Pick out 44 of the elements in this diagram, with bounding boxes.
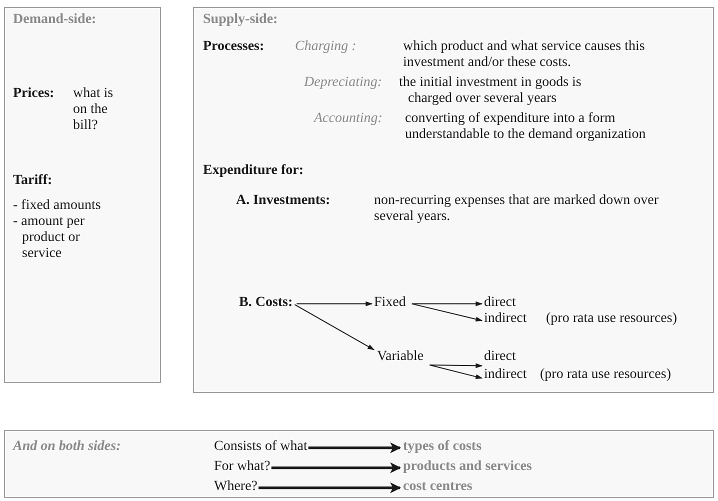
term-label: A. Investments: [236,193,330,209]
term-label: Prices: [13,86,54,102]
question-label: Consists of what [214,439,308,455]
cost-category-label: Fixed [374,295,406,311]
section-heading: Expenditure for: [203,163,304,179]
description-text: what is on the bill? [73,86,114,134]
list-item: - fixed amounts [13,198,101,214]
answer-label: cost centres [403,479,472,495]
arrow [411,301,483,306]
arrow [296,301,373,306]
note-text: (pro rata use resources) [546,311,677,327]
arrow [308,442,402,454]
arrow [429,363,483,368]
description-text: non-recurring expenses that are marked down over several years. [374,193,660,225]
arrow [294,304,375,350]
cost-type-label: indirect [484,311,527,327]
section-heading: Supply-side: [203,12,278,28]
demand-side-panel [4,7,161,383]
arrow [271,462,402,474]
cost-category-label: Variable [377,349,424,365]
section-heading: And on both sides: [13,439,121,455]
question-label: Where? [214,479,258,495]
cost-label: B. Costs: [239,295,293,311]
list-item: - amount per product or service [13,214,86,262]
arrow [258,482,402,494]
both-sides-panel [4,430,714,498]
arrow [429,364,483,380]
cost-type-label: indirect [484,367,527,383]
description-text: converting of expenditure into a form understandable to the demand organization [405,111,647,143]
question-label: For what? [214,459,270,475]
term-label: Tariff: [13,173,52,189]
process-label: Depreciating: [304,75,382,91]
cost-type-label: direct [484,349,516,365]
supply-side-panel [193,7,714,393]
cost-type-label: direct [484,295,516,311]
arrow [411,303,483,322]
term-label: Processes: [203,39,264,55]
answer-label: products and services [403,459,532,475]
answer-label: types of costs [403,439,482,455]
description-text: which product and what service causes this investment and/or these costs. [403,39,646,71]
section-heading: Demand-side: [13,12,96,28]
note-text: (pro rata use resources) [540,367,671,383]
process-label: Charging : [295,39,356,55]
process-label: Accounting: [314,111,382,127]
